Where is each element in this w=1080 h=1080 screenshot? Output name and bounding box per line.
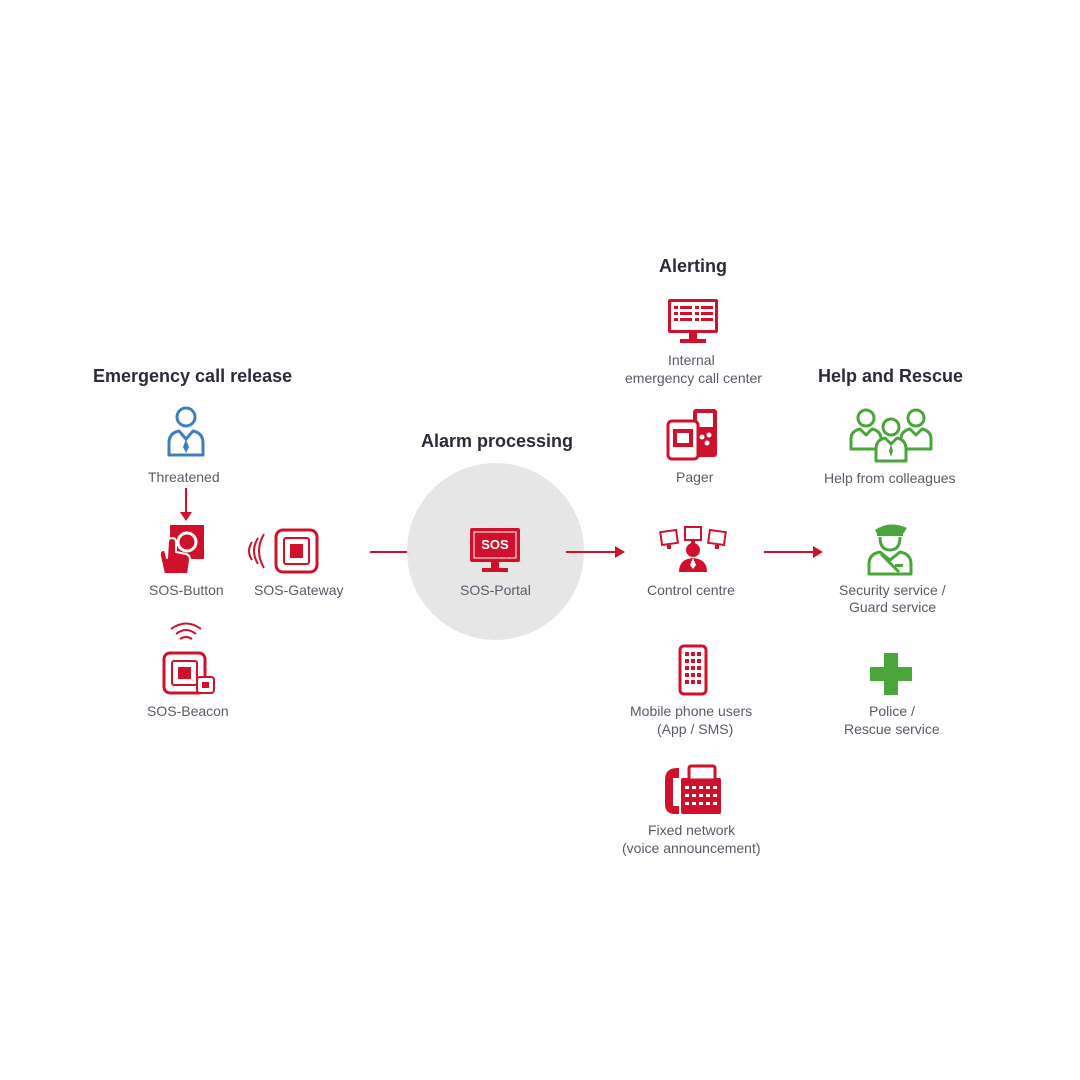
cross-icon [870, 653, 912, 695]
label-police-line1: Police / [869, 703, 915, 719]
gateway-icon [248, 528, 319, 574]
label-security-line2: Guard service [849, 599, 937, 615]
label-sos-button: SOS-Button [149, 582, 224, 598]
label-internal-line2: emergency call center [625, 370, 762, 386]
colleagues-icon [849, 408, 933, 463]
internal-call-center-icon [668, 299, 718, 343]
monitor-icon [470, 528, 520, 572]
label-mobile-line1: Mobile phone users [630, 703, 753, 719]
label-security-line1: Security service / [839, 582, 946, 598]
heading-emergency-call-release: Emergency call release [93, 366, 293, 386]
pager-icon [666, 409, 717, 461]
arrow-to-control [566, 546, 625, 558]
person-icon [167, 406, 205, 457]
beacon-icon [162, 622, 215, 695]
arrow-threatened-to-button [180, 488, 192, 521]
label-sos-portal: SOS-Portal [460, 582, 531, 598]
label-fixed-line2: (voice announcement) [622, 840, 761, 856]
label-help-from-colleagues: Help from colleagues [824, 470, 956, 486]
desk-phone-icon [665, 764, 721, 814]
arrow-to-rescue [764, 546, 823, 558]
mobile-phone-icon [678, 644, 708, 696]
heading-alarm-processing: Alarm processing [421, 431, 574, 451]
label-mobile-line2: (App / SMS) [657, 721, 734, 737]
sos-screen-text: SOS [481, 537, 509, 552]
control-centre-icon [659, 526, 727, 572]
label-pager: Pager [676, 469, 714, 485]
sos-button-icon [158, 525, 204, 575]
label-threatened: Threatened [148, 469, 220, 485]
guard-icon [867, 524, 913, 576]
label-control-centre: Control centre [647, 582, 735, 598]
heading-help-and-rescue: Help and Rescue [818, 366, 964, 386]
label-fixed-line1: Fixed network [648, 822, 736, 838]
heading-alerting: Alerting [659, 256, 728, 276]
label-internal-line1: Internal [668, 352, 715, 368]
label-sos-gateway: SOS-Gateway [254, 582, 344, 598]
label-sos-beacon: SOS-Beacon [147, 703, 229, 719]
label-police-line2: Rescue service [844, 721, 940, 737]
